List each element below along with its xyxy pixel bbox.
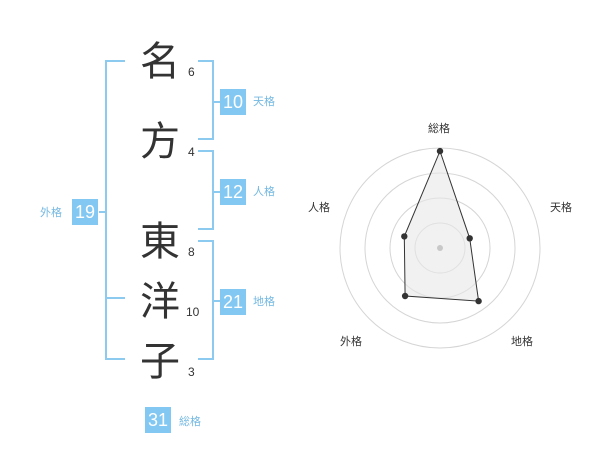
gaikaku-bracket — [105, 60, 125, 360]
tenkaku-label: 天格 — [253, 95, 275, 108]
radar-center-dot — [437, 245, 443, 251]
radar-point-1 — [436, 147, 444, 155]
chikaku-label: 地格 — [253, 295, 275, 308]
gaikaku-bracket-tick — [105, 297, 125, 299]
radar-label-chikaku: 地格 — [511, 335, 533, 348]
sokaku-value: 31 — [145, 407, 172, 433]
radar-point-3 — [475, 297, 482, 305]
stroke-count-2: 4 — [188, 145, 195, 159]
name-char-3: 東 — [140, 219, 180, 265]
jinkaku-label: 人格 — [253, 185, 275, 198]
radar-point-4 — [401, 292, 409, 300]
stroke-count-4: 10 — [186, 305, 200, 319]
tenkaku-bracket-connector — [212, 101, 220, 103]
radar-polygon — [403, 149, 480, 302]
tenkaku-bracket — [198, 60, 214, 140]
sokaku-label: 総格 — [179, 415, 201, 428]
name-char-4: 洋 — [140, 279, 180, 325]
name-char-2: 方 — [140, 119, 180, 165]
gaikaku-bracket-connector — [99, 211, 107, 213]
chikaku-value: 21 — [220, 289, 247, 315]
radar-label-sokaku: 総格 — [428, 122, 450, 135]
chikaku-bracket-connector — [212, 300, 220, 302]
stroke-count-1: 6 — [188, 65, 195, 79]
name-char-5: 子 — [140, 339, 180, 385]
radar-label-tenkaku: 天格 — [550, 201, 572, 214]
name-char-1: 名 — [140, 39, 180, 85]
gaikaku-value: 19 — [72, 199, 99, 225]
radar-point-5 — [401, 233, 408, 240]
stroke-count-5: 3 — [188, 365, 195, 379]
radar-point-2 — [466, 235, 473, 242]
gaikaku-label: 外格 — [40, 206, 62, 219]
jinkaku-bracket-connector — [212, 191, 220, 193]
tenkaku-value: 10 — [220, 89, 247, 115]
jinkaku-bracket — [198, 150, 214, 230]
stroke-count-3: 8 — [188, 245, 195, 259]
jinkaku-value: 12 — [220, 179, 247, 205]
radar-label-jinkaku: 人格 — [308, 201, 330, 214]
radar-label-gaikaku: 外格 — [340, 335, 362, 348]
